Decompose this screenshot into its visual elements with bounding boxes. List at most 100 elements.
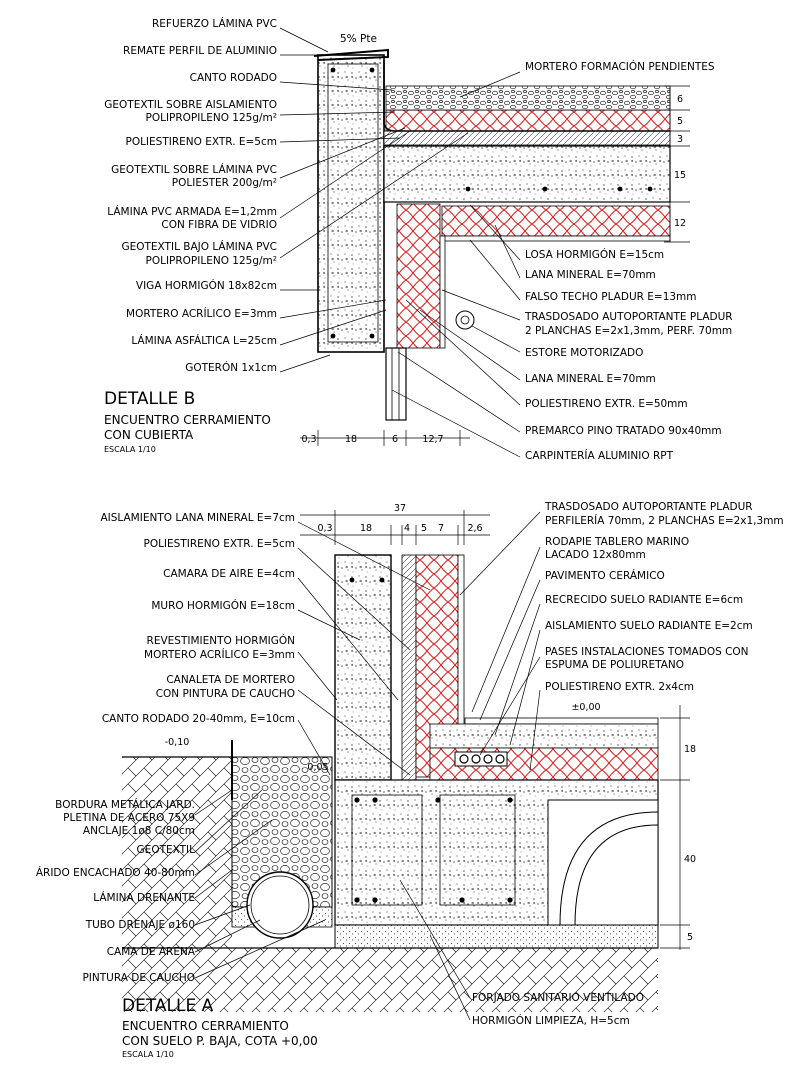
label-a-l7c: ANCLAJE 1ø8 C/80cm: [83, 825, 195, 837]
label-b-l7b: POLIPROPILENO 125g/m²: [146, 255, 278, 267]
detail-b-section: [313, 48, 671, 421]
label-a-l4b: MORTERO ACRÍLICO E=3mm: [144, 648, 295, 661]
dim-b-127: 12,7: [422, 434, 443, 445]
leader-lines: [194, 27, 541, 1021]
detail-a-dims: -0,10 ±0,00 0,05 37 0,3 18 4 5 7 2,6 18 …: [165, 503, 696, 943]
label-a-l2: CAMARA DE AIRE E=4cm: [163, 568, 295, 580]
detail-b-scale: ESCALA 1/10: [104, 445, 156, 454]
edge-dim: 0,05: [307, 762, 328, 773]
label-a-b1: HORMIGÓN LIMPIEZA, H=5cm: [472, 1014, 630, 1027]
detail-a-section: [122, 554, 659, 1012]
detail-b-dims: 6 5 3 15 12 0,3 18 6 12,7: [301, 94, 686, 445]
dim-b-18: 18: [345, 434, 357, 445]
label-b-r8: PREMARCO PINO TRATADO 90x40mm: [525, 425, 722, 437]
label-b-l11: GOTERÓN 1x1cm: [185, 361, 277, 374]
label-a-l9: ÁRIDO ENCACHADO 40-80mm: [36, 866, 195, 879]
wall-plaster-lining: [457, 554, 465, 726]
floor-tiles: [464, 717, 659, 725]
floor-screed: [429, 723, 659, 749]
label-b-l6a: LÁMINA PVC ARMADA E=1,2mm: [107, 205, 277, 218]
label-a-l5b: CON PINTURA DE CAUCHO: [156, 688, 295, 700]
label-a-r1b: LACADO 12x80mm: [545, 549, 646, 561]
dim-a-26: 2,6: [467, 523, 482, 534]
level-interior: ±0,00: [571, 702, 600, 713]
label-a-l0: AISLAMIENTO LANA MINERAL E=7cm: [100, 512, 295, 524]
label-a-l3: MURO HORMIGÓN E=18cm: [151, 599, 295, 612]
detail-b-title-block: DETALLE B ENCUENTRO CERRAMIENTO CON CUBI…: [104, 389, 271, 454]
detail-b-subtitle-1: ENCUENTRO CERRAMIENTO: [104, 413, 271, 427]
label-b-r1: LOSA HORMIGÓN E=15cm: [525, 248, 664, 261]
label-a-l13: PINTURA DE CAUCHO: [82, 972, 195, 984]
label-a-l12: CAMA DE ARENA: [107, 946, 196, 958]
slope-label: 5% Pte: [340, 33, 377, 45]
exterior-soil: [122, 757, 340, 1010]
label-a-r5b: ESPUMA DE POLIURETANO: [545, 659, 684, 671]
dim-a-18v: 18: [684, 744, 696, 755]
dim-a-18: 18: [360, 523, 372, 534]
detail-b-subtitle-2: CON CUBIERTA: [104, 428, 194, 442]
dim-b-6: 6: [677, 94, 683, 105]
dim-a-7: 7: [438, 523, 444, 534]
label-b-l7a: GEOTEXTIL BAJO LÁMINA PVC: [121, 240, 277, 253]
detail-a-subtitle-1: ENCUENTRO CERRAMIENTO: [122, 1019, 289, 1033]
ground-below: [122, 948, 658, 1012]
dim-a-03: 0,3: [317, 523, 332, 534]
dim-a-5: 5: [421, 523, 427, 534]
detail-a-title: DETALLE A: [122, 996, 214, 1016]
label-a-l4a: REVESTIMIENTO HORMIGÓN: [147, 634, 295, 647]
label-b-l3a: GEOTEXTIL SOBRE AISLAMIENTO: [104, 99, 277, 111]
dim-b-5: 5: [677, 116, 683, 127]
detail-a-title-block: DETALLE A ENCUENTRO CERRAMIENTO CON SUEL…: [122, 996, 318, 1059]
ceiling-mineral-wool: [441, 205, 671, 237]
drain-pipe: [246, 871, 314, 939]
dim-b-15: 15: [674, 170, 686, 181]
label-b-r6: LANA MINERAL E=70mm: [525, 373, 656, 385]
pvc-membrane: [383, 60, 670, 132]
label-a-r2: PAVIMENTO CERÁMICO: [545, 569, 665, 582]
label-a-l11: TUBO DRENAJE ø160: [85, 919, 195, 931]
label-b-r7: POLIESTIRENO EXTR. E=50mm: [525, 398, 688, 410]
lean-concrete: [334, 924, 659, 949]
label-a-l8: GEOTEXTIL: [137, 844, 196, 856]
detail-a-labels-right: TRASDOSADO AUTOPORTANTE PLADUR PERFILERÍ…: [544, 501, 784, 693]
label-b-l10: LÁMINA ASFÁLTICA L=25cm: [131, 334, 277, 347]
detail-b-title: DETALLE B: [104, 389, 195, 409]
label-b-l5a: GEOTEXTIL SOBRE LÁMINA PVC: [111, 163, 277, 176]
roof-xps: [383, 130, 671, 146]
dim-a-37: 37: [394, 503, 406, 514]
dim-a-40v: 40: [684, 854, 696, 865]
detail-b-labels-right: MORTERO FORMACIÓN PENDIENTES LOSA HORMIG…: [524, 60, 733, 462]
label-b-l3b: POLIPROPILENO 125g/m²: [146, 112, 278, 124]
label-b-r2: LANA MINERAL E=70mm: [525, 269, 656, 281]
label-a-r0b: PERFILERÍA 70mm, 2 PLANCHAS E=2x1,3mm: [545, 514, 784, 527]
label-b-l5b: POLIESTER 200g/m²: [172, 177, 277, 189]
detail-b-labels-left: REFUERZO LÁMINA PVC REMATE PERFIL DE ALU…: [104, 17, 277, 374]
label-a-r1a: RODAPIE TABLERO MARINO: [545, 536, 689, 548]
label-b-l2: CANTO RODADO: [190, 72, 277, 84]
detail-a-subtitle-2: CON SUELO P. BAJA, COTA +0,00: [122, 1034, 318, 1048]
concrete-wall: [334, 554, 392, 781]
label-b-l9: MORTERO ACRÍLICO E=3mm: [126, 307, 277, 320]
label-b-r4b: 2 PLANCHAS E=2x1,3mm, PERF. 70mm: [525, 325, 732, 337]
label-a-l7a: BORDURA METÁLICA JARD.: [55, 798, 195, 811]
label-a-r3: RECRECIDO SUELO RADIANTE E=6cm: [545, 594, 743, 606]
aluminium-coping: [313, 48, 389, 61]
label-a-l10: LÁMINA DRENANTE: [93, 891, 195, 904]
wall-plasterboard: [439, 235, 446, 349]
label-b-r4a: TRASDOSADO AUTOPORTANTE PLADUR: [524, 311, 733, 323]
label-a-r5a: PASES INSTALACIONES TOMADOS CON: [545, 646, 749, 658]
label-b-l0: REFUERZO LÁMINA PVC: [152, 17, 277, 30]
wall-mineral-wool: [396, 203, 441, 349]
label-b-r3: FALSO TECHO PLADUR E=13mm: [525, 291, 697, 303]
window-frame: [385, 347, 407, 421]
label-a-r0a: TRASDOSADO AUTOPORTANTE PLADUR: [544, 501, 753, 513]
ceiling-plasterboard: [441, 235, 671, 242]
dim-b-03: 0,3: [301, 434, 316, 445]
roof-mortar: [385, 109, 671, 132]
dim-a-5v: 5: [687, 932, 693, 943]
label-b-r5: ESTORE MOTORIZADO: [525, 347, 643, 359]
label-b-l1: REMATE PERFIL DE ALUMINIO: [123, 45, 277, 57]
dim-b-12: 12: [674, 218, 686, 229]
label-b-l6b: CON FIBRA DE VIDRIO: [161, 219, 277, 231]
